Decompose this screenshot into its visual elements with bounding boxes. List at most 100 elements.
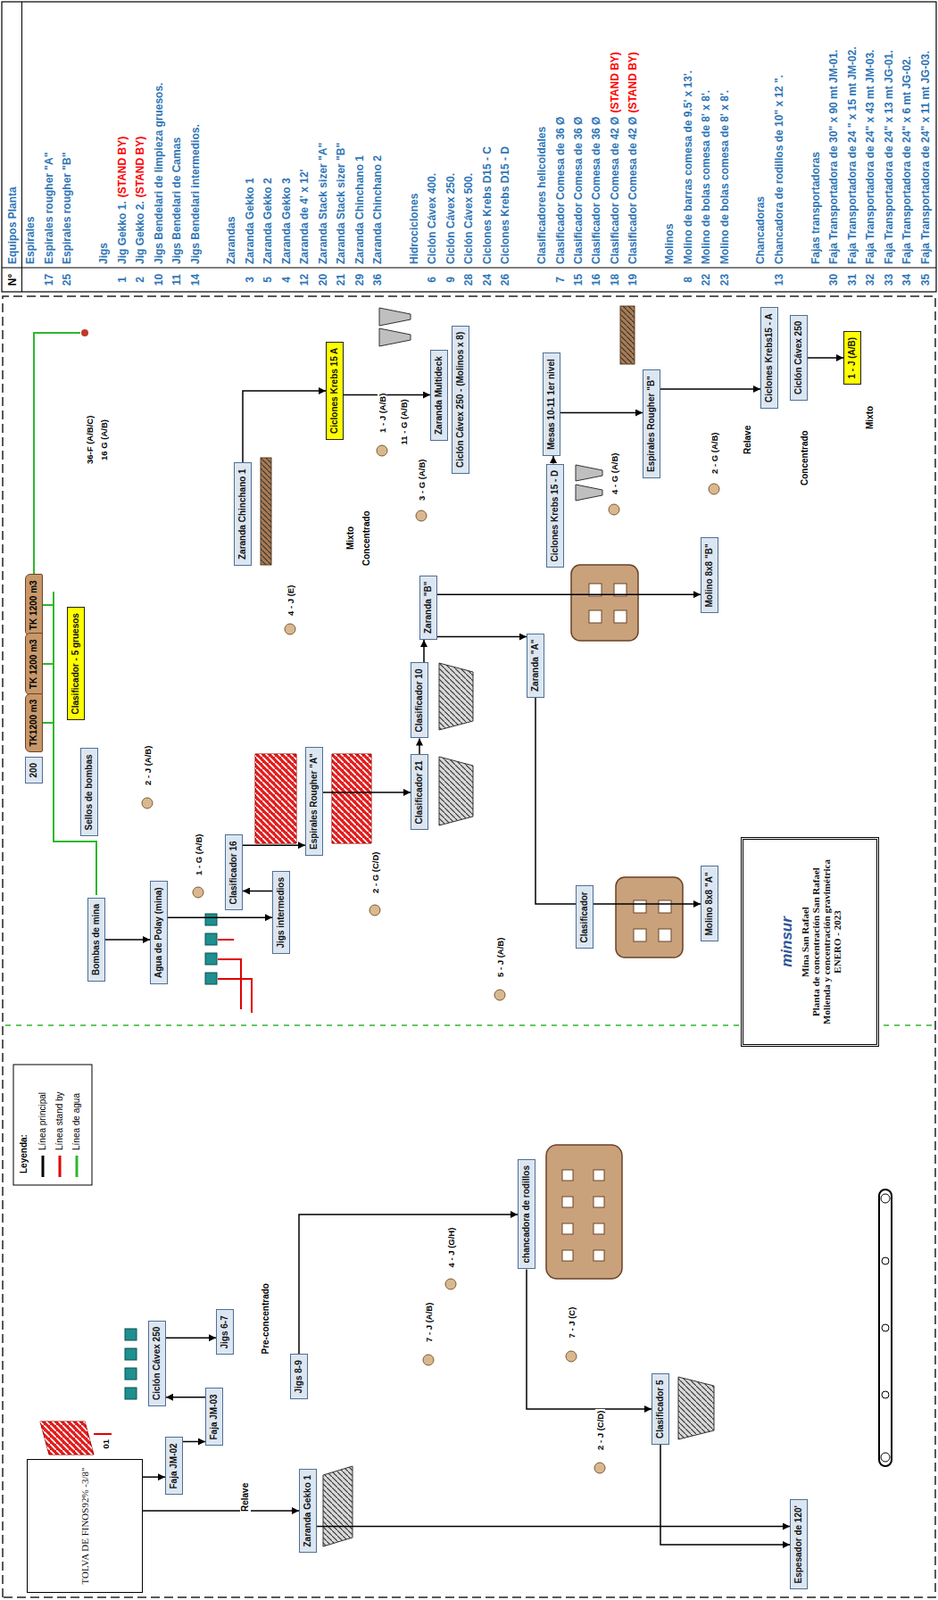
table-cell: Zaranda de 4' x 12' xyxy=(298,169,311,265)
mill-symbol xyxy=(593,1223,605,1235)
table-cell: Clasificadores helicoidales xyxy=(535,126,548,265)
node-label: Sellos de bombas xyxy=(83,754,95,831)
table-cell: Zaranda Stack sizer "B" xyxy=(334,142,348,265)
jig-symbol xyxy=(124,1328,137,1341)
table-row: Clasificador Comesa de 42 Ø (STAND BY) xyxy=(623,51,642,265)
standby-flag: (STAND BY) xyxy=(626,51,640,113)
node-label: Jigs intermedios xyxy=(275,877,287,948)
table-cell: Espirales xyxy=(24,216,37,265)
equipment-box: Bombas de mina xyxy=(87,897,106,982)
spiral-symbol xyxy=(332,754,372,844)
table-row: Zaranda Gekko 2 xyxy=(258,177,277,265)
flow-line xyxy=(316,1526,790,1528)
highlight-box: 1 - J (A/B) xyxy=(843,331,862,386)
highlight-box: Clasificador - 5 gruesos xyxy=(66,606,85,721)
table-cell: Zaranda Gekko 3 xyxy=(280,177,293,265)
mill-symbol xyxy=(593,1250,605,1262)
table-cell: Molino de bolas comesa de 8' x 8'. xyxy=(718,90,731,265)
classifier-symbol xyxy=(323,1466,353,1547)
legend-row: Línea stand by xyxy=(54,1091,65,1179)
stream-label: Mixto xyxy=(345,524,357,552)
table-cell: Zaranda Gekko 2 xyxy=(261,177,274,265)
stream-label: Relave xyxy=(240,1481,251,1514)
pump-tag: 11 - G (A/B) xyxy=(398,397,409,447)
flow-line xyxy=(142,1510,299,1512)
table-row: Ciclón Cávex 500. xyxy=(459,173,478,265)
table-cell: Fajas transportadoras xyxy=(809,151,822,265)
flow-line xyxy=(535,697,701,905)
table-cell: Jig Gekko 2. xyxy=(133,200,147,265)
mill-symbol xyxy=(615,877,683,958)
flow-line xyxy=(807,356,844,359)
table-number: 22 xyxy=(697,267,715,292)
legend-frame xyxy=(13,1064,92,1186)
node-label: Ciclón Cávex 250 xyxy=(151,1327,163,1401)
table-row: Clasificadores helicoidales xyxy=(532,126,551,265)
hopper-box: TOLVA DE FINOS92% -3/8" xyxy=(26,1459,143,1594)
table-cell: Equipos Planta xyxy=(6,186,19,265)
classifier-symbol xyxy=(439,756,474,826)
mill-symbol xyxy=(589,610,602,623)
legend-sample-line xyxy=(41,1155,44,1178)
legend-frame xyxy=(13,1064,92,1186)
table-row: Zaranda Stack sizer "A" xyxy=(314,142,333,265)
jig-symbol xyxy=(124,913,217,1400)
equipment-box: Clasificador 5 xyxy=(651,1373,670,1445)
equipment-box: Faja JM-02 xyxy=(165,1436,183,1495)
node-label: Espirales Rougher "A" xyxy=(308,753,320,850)
node-label: Faja JM-03 xyxy=(208,1394,220,1440)
page-frame xyxy=(21,1,23,292)
table-number: 3 xyxy=(240,267,259,292)
spiral-symbol xyxy=(620,306,635,365)
table-row: Zaranda Chinchano 2 xyxy=(368,155,387,265)
equipment-box: Zaranda "A" xyxy=(526,633,545,698)
tank-box: TK 1200 m3 xyxy=(24,632,43,696)
classifier-symbol xyxy=(439,663,474,731)
node-label: Clasificador xyxy=(579,891,590,943)
table-cell: Jigs Bendelari de limpieza gruesos. xyxy=(152,83,166,265)
table-row: Equipos Planta xyxy=(3,186,22,265)
table-row: Clasificador Comesa de 42 Ø(STAND BY) xyxy=(605,51,624,265)
table-row: Clasificador Comesa de 36 Ø xyxy=(569,116,588,265)
legend-sample xyxy=(55,1154,65,1179)
mill-symbol xyxy=(593,1170,605,1181)
mill-symbol xyxy=(562,1170,573,1181)
table-number: 6 xyxy=(423,267,441,292)
table-row: Chancadoras xyxy=(751,196,770,265)
highlight-box: Ciclones Krebs 15 A xyxy=(325,341,344,440)
equipment-box: Zaranda "B" xyxy=(419,575,438,640)
table-cell: Ciclón Cávex 400. xyxy=(425,173,439,265)
jig-symbol xyxy=(124,1348,137,1361)
table-number: 26 xyxy=(496,267,515,292)
table-row: Zaranda de 4' x 12' xyxy=(295,169,314,265)
table-number: 30 xyxy=(824,267,843,292)
table-cell: Hidrociclones xyxy=(407,193,421,265)
table-cell: Faja Transportadora de 24" x 6 mt JG-02. xyxy=(900,56,914,265)
table-row: Zaranda Gekko 3 xyxy=(277,177,296,265)
legend-sample xyxy=(38,1154,48,1179)
pump-tag: 16 G (A/B) xyxy=(99,417,109,463)
equipment-box: Mesas 10-11 1er nivel xyxy=(542,352,561,457)
table-number: 14 xyxy=(186,267,205,292)
pump-symbol xyxy=(445,1278,457,1290)
table-row: Jigs xyxy=(94,242,113,265)
water-line xyxy=(42,605,54,723)
table-number: 13 xyxy=(770,267,789,292)
table-cell: Faja Transportadora de 24 " x 15 mt JM-0… xyxy=(846,46,859,265)
equipment-box: Espesador de 120' xyxy=(789,1499,808,1590)
table-number: 12 xyxy=(295,267,314,292)
flow-line xyxy=(660,388,761,391)
table-cell: Clasificador Comesa de 42 Ø xyxy=(626,116,640,265)
pump-tag: 7 - J (C) xyxy=(566,1305,577,1341)
table-number: 31 xyxy=(843,267,862,292)
table-row: Clasificador Comesa de 36 Ø xyxy=(587,116,606,265)
table-row: Zaranda Stack sizer "B" xyxy=(332,142,350,265)
jig-symbol xyxy=(205,913,217,926)
conveyor-belt xyxy=(879,1189,892,1467)
table-number: 7 xyxy=(551,267,570,292)
flow-line xyxy=(552,456,555,465)
mill-symbol xyxy=(562,1223,573,1235)
node-label: Clasificador 5 xyxy=(655,1379,666,1439)
classifier-symbol xyxy=(678,1377,714,1440)
equipment-box: Ciclón Cávex 250 xyxy=(148,1320,167,1407)
